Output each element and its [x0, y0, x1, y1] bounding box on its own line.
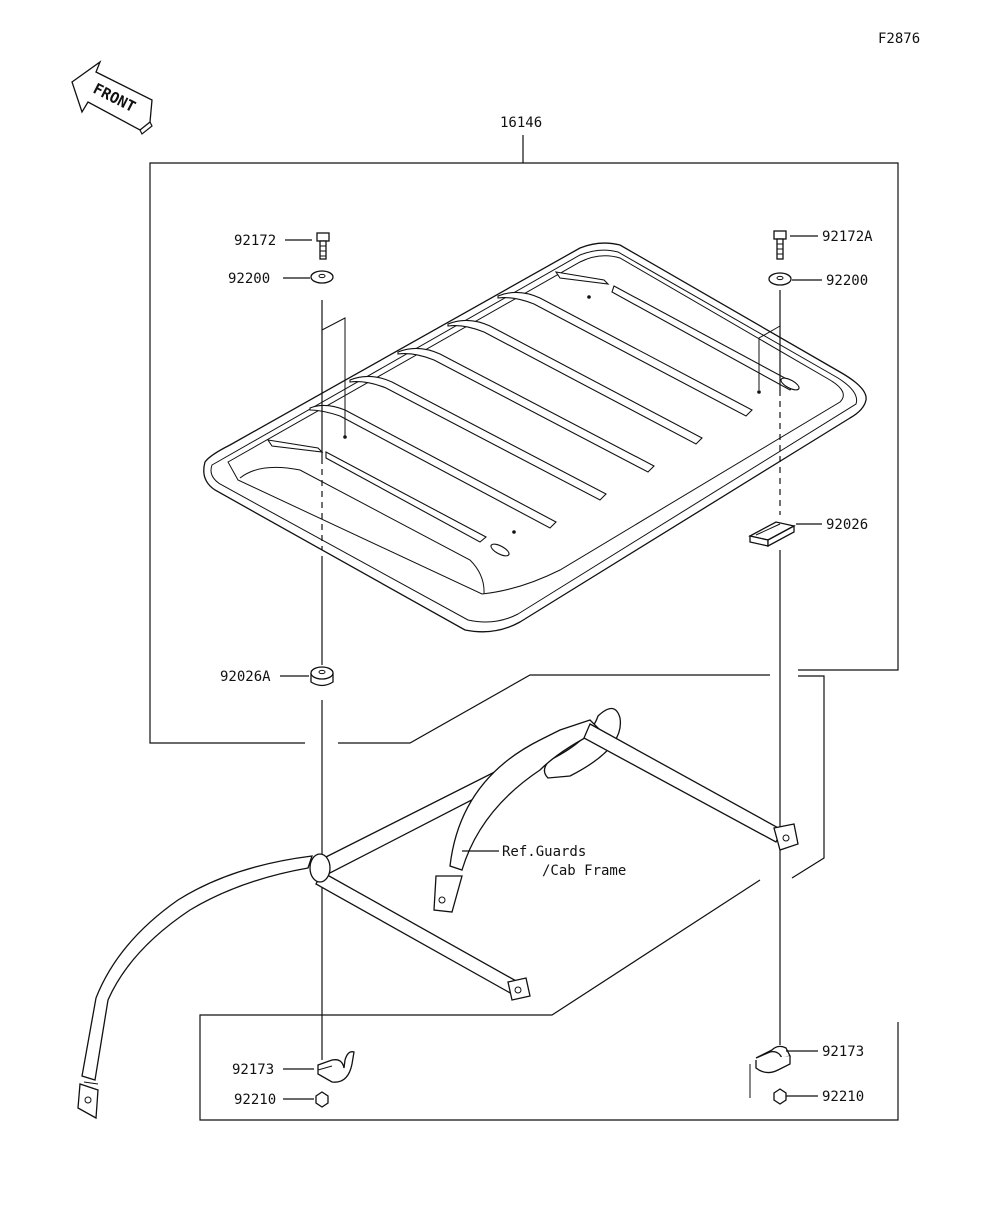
roof-panel [203, 242, 867, 633]
label-92173-right: 92173 [822, 1044, 864, 1060]
nut-left-icon [315, 1091, 329, 1108]
figure-id: F2876 [878, 31, 920, 47]
roof-bracket-left [321, 317, 346, 437]
spacer-left-icon [310, 666, 334, 687]
bolt-right-icon [773, 230, 787, 260]
label-92210-right: 92210 [822, 1089, 864, 1105]
clamp-left-icon [317, 1051, 355, 1083]
label-92026A: 92026A [220, 669, 271, 685]
label-92173-left: 92173 [232, 1062, 274, 1078]
washer-right-icon [768, 272, 792, 286]
front-arrow-icon: FRONT [71, 60, 153, 135]
nut-right-icon [773, 1088, 787, 1105]
label-92172: 92172 [234, 233, 276, 249]
upper-frame-left [149, 162, 899, 744]
ref-label-line1: Ref.Guards [502, 844, 586, 860]
cab-frame [77, 707, 799, 1120]
pad-right-icon [748, 521, 796, 548]
label-92210-left: 92210 [234, 1092, 276, 1108]
clamp-right-icon [749, 1045, 791, 1098]
label-92172A: 92172A [822, 229, 873, 245]
roof-bracket-right [758, 325, 781, 390]
lower-frame [199, 879, 899, 1121]
ref-label-line2: /Cab Frame [542, 863, 626, 879]
label-92200-right: 92200 [826, 273, 868, 289]
label-92200-left: 92200 [228, 271, 270, 287]
bolt-left-icon [316, 232, 330, 260]
assembly-number: 16146 [500, 115, 542, 131]
upper-frame-mid [338, 674, 770, 744]
upper-frame-right [791, 675, 825, 879]
label-92026: 92026 [826, 517, 868, 533]
washer-left-icon [310, 270, 334, 284]
